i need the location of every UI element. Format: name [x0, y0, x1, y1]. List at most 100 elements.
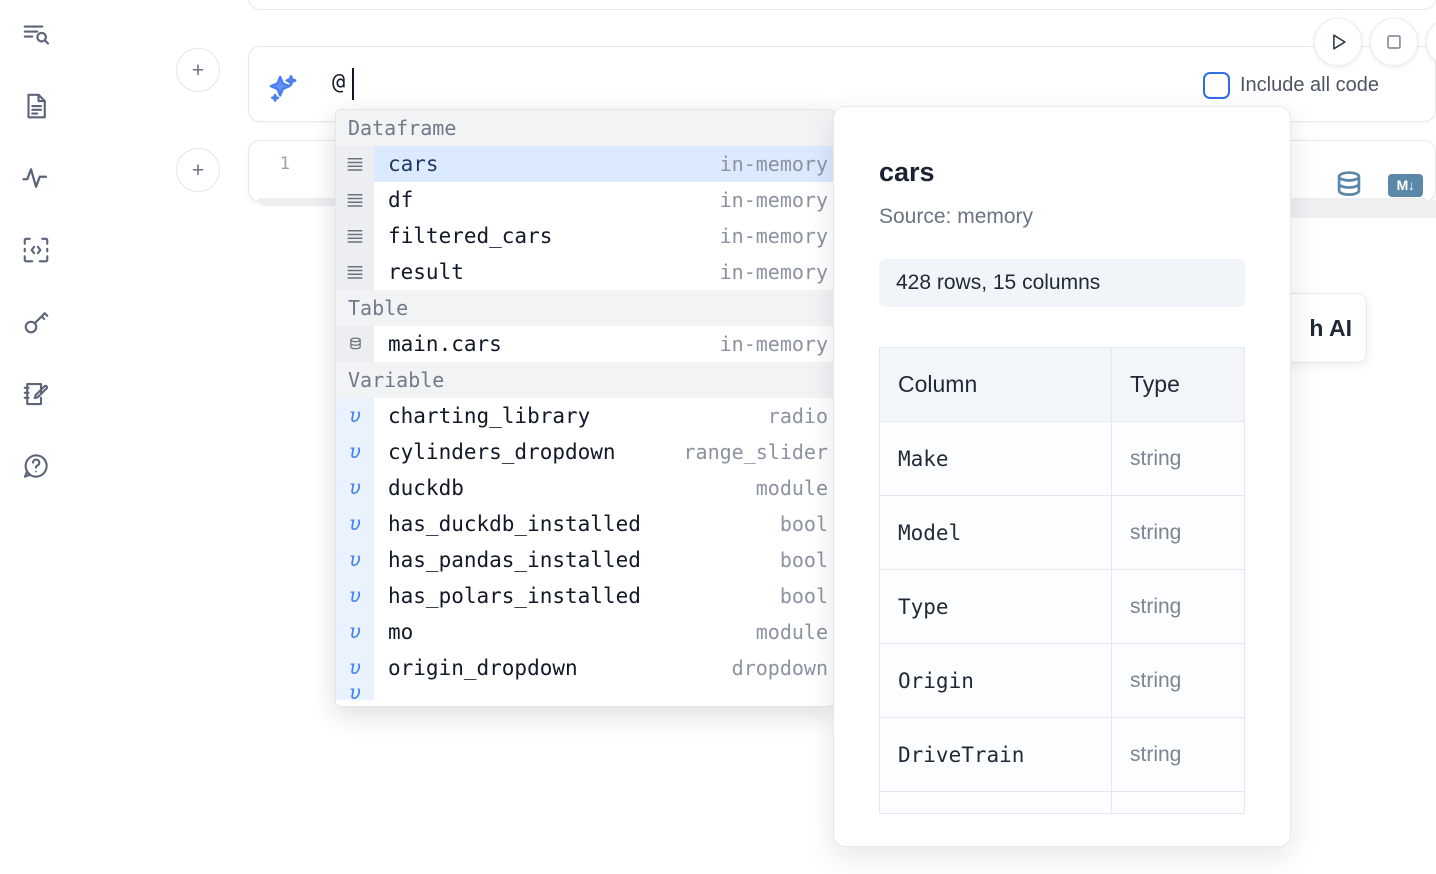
add-cell-button-top[interactable]: +: [176, 48, 220, 92]
autocomplete-item-name: cars: [388, 152, 439, 176]
include-all-code-checkbox[interactable]: [1203, 72, 1230, 99]
autocomplete-item[interactable]: υ has_duckdb_installed bool: [336, 506, 834, 542]
schema-column-name: Model: [879, 495, 1112, 570]
autocomplete-item-type: in-memory: [719, 188, 828, 212]
schema-column-type: string: [1111, 643, 1245, 718]
autocomplete-item[interactable]: cars in-memory: [336, 146, 834, 182]
previous-cell-card: [248, 0, 1436, 10]
dataframe-icon: [336, 218, 374, 254]
autocomplete-item-name: duckdb: [388, 476, 464, 500]
autocomplete-group-header: Dataframe: [336, 110, 834, 146]
text-caret: [352, 68, 354, 100]
code-snippet-icon[interactable]: [14, 228, 58, 272]
autocomplete-item-type: radio: [767, 404, 828, 428]
autocomplete-item-body: has_polars_installed bool: [374, 578, 834, 614]
autocomplete-item-name: has_pandas_installed: [388, 548, 641, 572]
help-chat-icon[interactable]: [14, 444, 58, 488]
info-panel-shape: 428 rows, 15 columns: [879, 259, 1245, 307]
autocomplete-item-type: in-memory: [719, 224, 828, 248]
table-icon: [336, 326, 374, 362]
search-files-icon[interactable]: [14, 12, 58, 56]
markdown-badge[interactable]: M↓: [1388, 174, 1423, 197]
info-panel-title: cars: [879, 157, 935, 187]
autocomplete-item-type: module: [755, 476, 828, 500]
variable-icon: υ: [336, 614, 374, 650]
autocomplete-item-body: filtered_cars in-memory: [374, 218, 834, 254]
schema-column-type: string: [1111, 717, 1245, 792]
autocomplete-item-name: main.cars: [388, 332, 502, 356]
variable-icon: υ: [336, 686, 374, 700]
autocomplete-item-body: [374, 686, 834, 700]
schema-column-type: [1111, 791, 1245, 814]
include-all-code-row[interactable]: Include all code: [1203, 72, 1379, 99]
autocomplete-item[interactable]: υ: [336, 686, 834, 700]
autocomplete-item-body: duckdb module: [374, 470, 834, 506]
dataframe-icon: [336, 182, 374, 218]
autocomplete-item-name: result: [388, 260, 464, 284]
stop-button[interactable]: [1370, 18, 1418, 66]
dataframe-info-panel: cars Source: memory 428 rows, 15 columns…: [833, 106, 1291, 847]
sparkle-icon: [266, 72, 300, 106]
scratchpad-icon[interactable]: [14, 372, 58, 416]
code-line-number: 1: [279, 154, 290, 174]
key-icon[interactable]: [14, 300, 58, 344]
include-all-code-label: Include all code: [1240, 74, 1379, 96]
variable-icon: υ: [336, 434, 374, 470]
schema-column-type: string: [1111, 495, 1245, 570]
autocomplete-item-body: cars in-memory: [374, 146, 834, 182]
column-header-type: Type: [1111, 347, 1245, 422]
autocomplete-item-name: has_duckdb_installed: [388, 512, 641, 536]
activity-icon[interactable]: [14, 156, 58, 200]
ai-prompt-input[interactable]: @: [332, 70, 346, 95]
autocomplete-item-name: origin_dropdown: [388, 656, 578, 680]
run-button[interactable]: [1314, 18, 1362, 66]
autocomplete-group-header: Variable: [336, 362, 834, 398]
database-icon[interactable]: [1332, 168, 1366, 207]
schema-column-name: Type: [879, 569, 1112, 644]
add-cell-button-bottom[interactable]: +: [176, 148, 220, 192]
document-icon[interactable]: [14, 84, 58, 128]
schema-column-name: DriveTrain: [879, 717, 1112, 792]
autocomplete-item[interactable]: filtered_cars in-memory: [336, 218, 834, 254]
table-header-row: Column Type: [879, 347, 1245, 422]
autocomplete-item-type: bool: [779, 512, 828, 536]
variable-icon: υ: [336, 398, 374, 434]
autocomplete-group-header: Table: [336, 290, 834, 326]
autocomplete-item-type: bool: [779, 584, 828, 608]
autocomplete-item-type: range_slider: [683, 440, 829, 464]
dataframe-icon: [336, 146, 374, 182]
table-row-clipped: [879, 791, 1245, 814]
info-panel-source: Source: memory: [879, 205, 1034, 228]
autocomplete-item-name: has_polars_installed: [388, 584, 641, 608]
variable-icon: υ: [336, 506, 374, 542]
autocomplete-item-type: in-memory: [719, 152, 828, 176]
column-header-column: Column: [879, 347, 1112, 422]
schema-column-name: Origin: [879, 643, 1112, 718]
schema-column-type: string: [1111, 421, 1245, 496]
variable-icon: υ: [336, 470, 374, 506]
autocomplete-item-name: filtered_cars: [388, 224, 553, 248]
